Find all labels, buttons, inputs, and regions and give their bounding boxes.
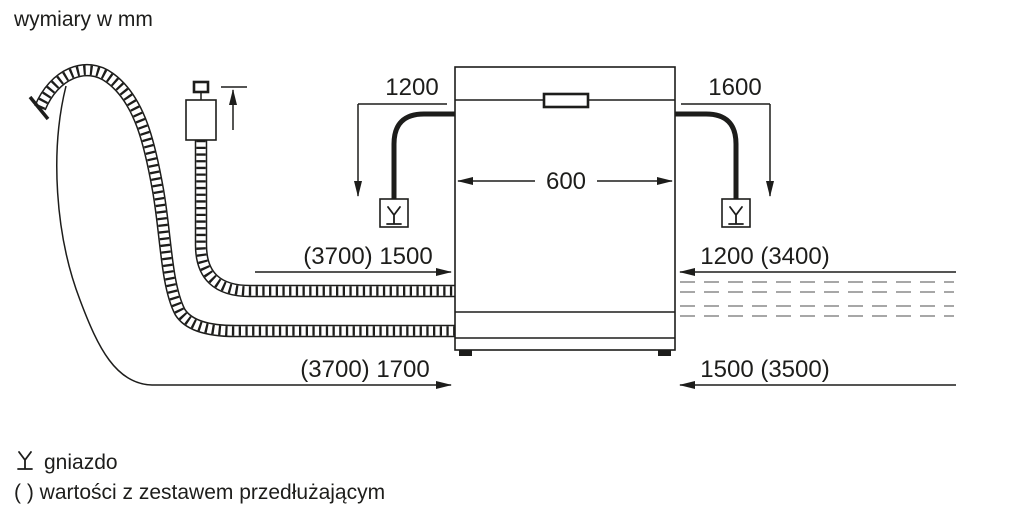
dim-label-left-socket: 1200 [385,74,438,101]
dim-label-right-socket: 1600 [708,74,761,101]
dim-arrow-width [457,169,673,195]
dim-arrow-left-socket [354,103,447,197]
right-socket-cord [675,111,739,199]
page-title: wymiary w mm [13,8,153,31]
dim-label-mid-right: 1200 (3400) [700,243,829,270]
extension-hoses-dashed [680,281,954,317]
dim-label-bottom-right: 1500 (3500) [700,356,829,383]
dim-label-bottom-left: (3700) 1700 [300,356,429,383]
right-socket-icon [721,198,751,228]
left-foot [459,350,472,356]
inlet-hose [194,140,457,298]
dishwasher-outline [454,66,676,356]
dim-arrow-right-socket [681,103,774,197]
legend-socket-label: gniazdo [44,451,118,474]
power-cable [56,85,452,389]
socket-icon [17,451,33,470]
tap-icon [192,80,210,94]
legend-extension-label: ( ) wartości z zestawem przedłużającym [14,481,385,504]
left-socket-cord [391,111,455,199]
right-foot [658,350,671,356]
hose-end-cap [28,95,50,121]
dim-label-width: 600 [546,168,586,195]
drain-hose [28,63,457,338]
tap-height-arrow [221,86,247,130]
legend: gniazdo ( ) wartości z zestawem przedłuż… [14,451,385,504]
aquastop-box [185,80,217,141]
left-socket-icon [379,198,409,228]
dim-label-mid-left: (3700) 1500 [303,243,432,270]
control-panel [542,92,590,109]
